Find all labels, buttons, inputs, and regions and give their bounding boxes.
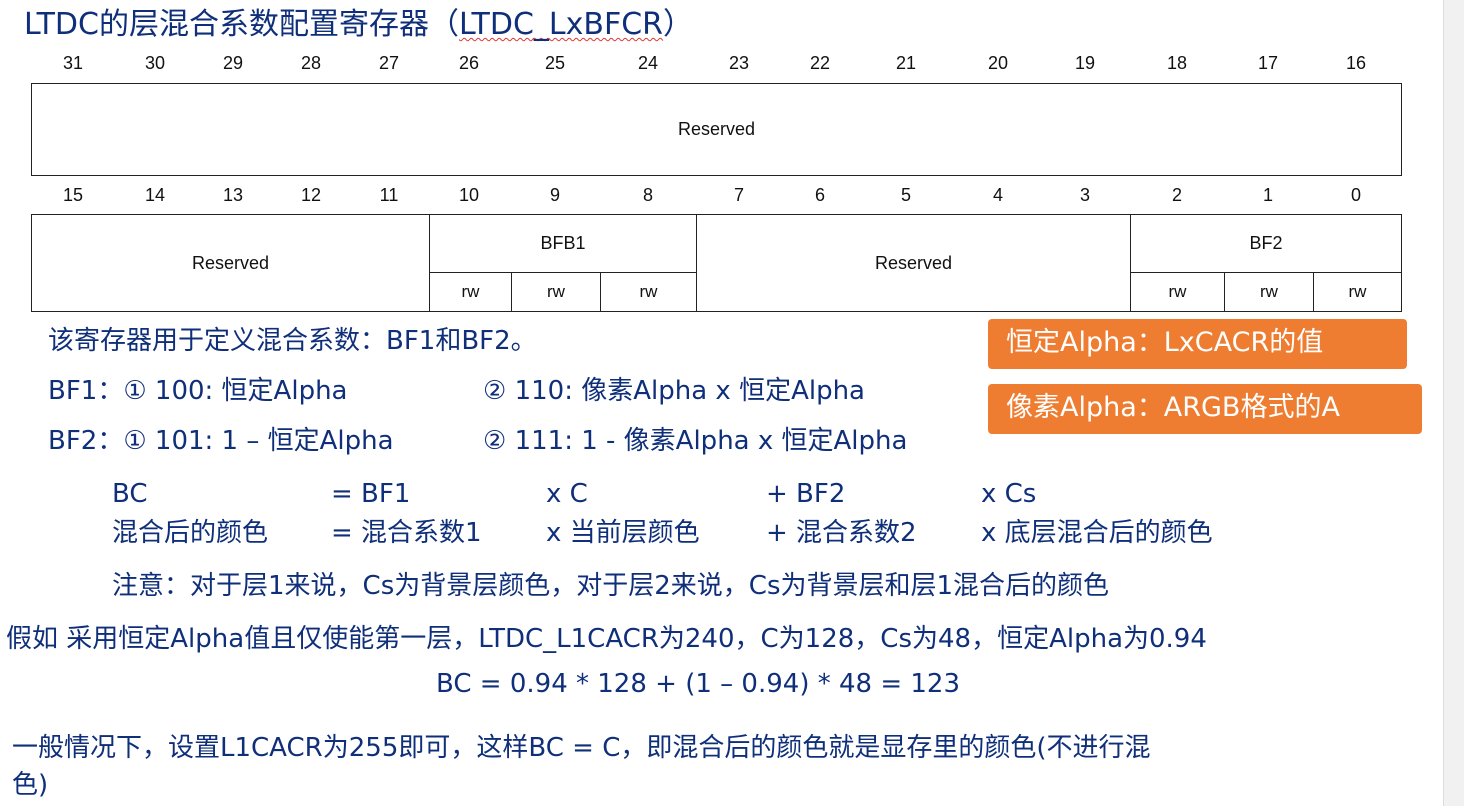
bit-number: 6 bbox=[814, 185, 825, 205]
bit-number: 11 bbox=[379, 185, 399, 205]
bit-number: 18 bbox=[1166, 53, 1188, 73]
bf2-field-header: BF2 bbox=[1130, 214, 1402, 273]
access-label: rw bbox=[1260, 282, 1278, 301]
bit-number: 21 bbox=[895, 53, 917, 73]
bit-number: 10 bbox=[458, 185, 480, 205]
bit-number: 3 bbox=[1079, 185, 1090, 205]
formula-term: x C bbox=[546, 479, 588, 509]
bit-number: 17 bbox=[1257, 53, 1279, 73]
bit-number: 13 bbox=[222, 185, 244, 205]
bit-number: 28 bbox=[300, 53, 322, 73]
bit-number: 4 bbox=[992, 185, 1003, 205]
bf1-option-1: BF1：① 100: 恒定Alpha bbox=[48, 376, 348, 406]
bit-number: 22 bbox=[809, 53, 831, 73]
bfb1-field-header: BFB1 bbox=[429, 214, 697, 273]
access-label: rw bbox=[639, 282, 658, 301]
lower-reserved-left-field: Reserved bbox=[31, 214, 430, 312]
bit-number: 8 bbox=[642, 185, 653, 205]
access-cell: rw bbox=[511, 272, 601, 312]
access-label: rw bbox=[1348, 282, 1367, 301]
formula-term: BC bbox=[112, 479, 148, 509]
intro-text: 该寄存器用于定义混合系数：BF1和BF2。 bbox=[48, 326, 537, 356]
bit-number: 15 bbox=[62, 185, 84, 205]
bit-number: 31 bbox=[62, 53, 84, 73]
title-prefix: LTDC的层混合系数配置寄存器（ bbox=[24, 7, 459, 42]
field-label: Reserved bbox=[191, 252, 270, 273]
formula-term: x Cs bbox=[981, 479, 1037, 509]
access-cell: rw bbox=[1224, 272, 1314, 312]
bit-number: 20 bbox=[987, 53, 1009, 73]
bit-number: 2 bbox=[1171, 185, 1182, 205]
scrollbar-track[interactable] bbox=[1443, 0, 1464, 806]
bit-number: 24 bbox=[637, 53, 659, 73]
access-cell: rw bbox=[429, 272, 512, 312]
access-cell: rw bbox=[1313, 272, 1402, 312]
formula-term: x 底层混合后的颜色 bbox=[981, 518, 1213, 548]
bit-number: 23 bbox=[728, 53, 750, 73]
conclusion-line-2: 色) bbox=[12, 770, 49, 800]
bit-number: 14 bbox=[144, 185, 166, 205]
bit-number: 19 bbox=[1074, 53, 1096, 73]
bit-number: 1 bbox=[1262, 185, 1273, 205]
formula-term: 混合后的颜色 bbox=[112, 518, 269, 548]
bit-number: 5 bbox=[900, 185, 911, 205]
note-text: 注意：对于层1来说，Cs为背景层颜色，对于层2来说，Cs为背景层和层1混合后的颜… bbox=[112, 571, 1110, 601]
bit-number: 30 bbox=[144, 53, 166, 73]
bit-number: 16 bbox=[1345, 53, 1367, 73]
bit-number: 9 bbox=[549, 185, 560, 205]
access-cell: rw bbox=[1130, 272, 1225, 312]
conclusion-line-1: 一般情况下，设置L1CACR为255即可，这样BC = C，即混合后的颜色就是显… bbox=[12, 733, 1151, 763]
example-calculation: BC = 0.94 * 128 + (1 – 0.94) * 48 = 123 bbox=[436, 669, 961, 699]
bit-number: 29 bbox=[222, 53, 244, 73]
bit-number: 12 bbox=[300, 185, 322, 205]
access-cell: rw bbox=[600, 272, 697, 312]
title-suffix: ） bbox=[663, 7, 694, 42]
access-label: rw bbox=[547, 282, 565, 301]
formula-term: x 当前层颜色 bbox=[546, 518, 700, 548]
access-label: rw bbox=[461, 282, 480, 301]
bit-number: 27 bbox=[378, 53, 400, 73]
bit-number: 26 bbox=[458, 53, 480, 73]
page-title: LTDC的层混合系数配置寄存器（LTDC_LxBFCR） bbox=[24, 6, 693, 44]
upper-reserved-field: Reserved bbox=[31, 83, 1402, 176]
bit-number: 25 bbox=[544, 53, 566, 73]
pixel-alpha-callout: 像素Alpha：ARGB格式的A bbox=[988, 384, 1422, 434]
title-register-name: LTDC_LxBFCR bbox=[458, 7, 664, 42]
const-alpha-callout: 恒定Alpha：LxCACR的值 bbox=[988, 319, 1407, 369]
access-label: rw bbox=[1168, 282, 1187, 301]
bfb1-label: BFB1 bbox=[540, 233, 586, 253]
formula-term: = 混合系数1 bbox=[331, 518, 482, 548]
bf2-option-2: ② 111: 1 - 像素Alpha x 恒定Alpha bbox=[483, 426, 908, 456]
formula-term: + 混合系数2 bbox=[766, 518, 917, 548]
field-label: Reserved bbox=[874, 252, 953, 273]
bit-number: 0 bbox=[1350, 185, 1361, 205]
field-label: Reserved bbox=[677, 119, 756, 139]
formula-term: = BF1 bbox=[331, 479, 411, 509]
bf1-option-2: ② 110: 像素Alpha x 恒定Alpha bbox=[483, 376, 865, 406]
bf2-option-1: BF2：① 101: 1 – 恒定Alpha bbox=[48, 426, 394, 456]
example-text: 假如 采用恒定Alpha值且仅使能第一层，LTDC_L1CACR为240，C为1… bbox=[6, 624, 1207, 654]
bit-number: 7 bbox=[733, 185, 744, 205]
bf2-label: BF2 bbox=[1249, 233, 1283, 253]
formula-term: + BF2 bbox=[766, 479, 846, 509]
lower-reserved-mid-field: Reserved bbox=[696, 214, 1131, 312]
